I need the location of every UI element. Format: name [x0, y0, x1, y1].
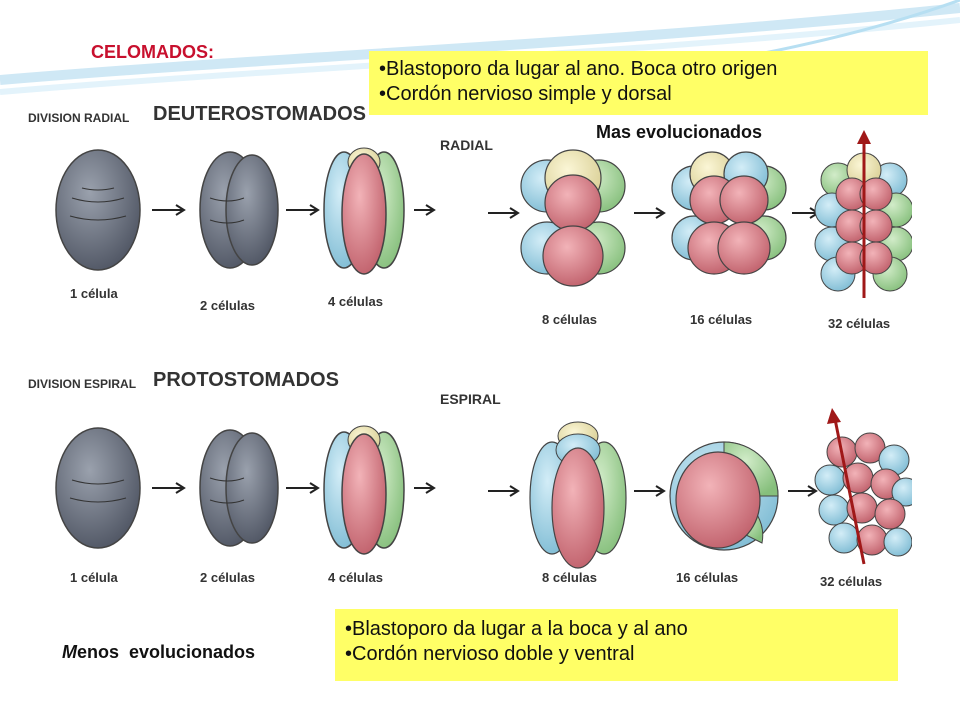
less-evolved-initial: M [62, 642, 77, 662]
stage-32-cells-radial [814, 130, 912, 298]
arrow-icon [286, 204, 320, 216]
arrow-icon [488, 207, 520, 219]
slide-title: CELOMADOS: [91, 42, 214, 62]
division-espiral-label: DIVISION ESPIRAL [28, 377, 136, 391]
arrow-icon [792, 207, 820, 219]
stage-label: 1 célula [70, 570, 118, 585]
stage-8-cells-radial [520, 149, 626, 287]
arrow-icon [286, 482, 320, 494]
stage-16-cells-radial [671, 151, 787, 275]
stage-label: 2 células [200, 298, 255, 313]
division-radial-label: DIVISION RADIAL [28, 111, 129, 125]
stage-label: 16 células [690, 312, 752, 327]
more-evolved-label: Mas evolucionados [596, 122, 763, 142]
cleavage-diagram: DIVISION RADIAL DEUTEROSTOMADOS RADIAL 1… [28, 103, 912, 589]
arrow-icon [634, 207, 666, 219]
stage-2-cells-top [199, 151, 279, 269]
protostome-feature-2: •Cordón nervioso doble y ventral [345, 643, 635, 665]
arrow-icon [152, 204, 186, 216]
arrow-icon [414, 204, 436, 216]
stage-1-cell-bottom [55, 427, 141, 549]
stage-2-cells-bottom [199, 429, 279, 547]
espiral-label: ESPIRAL [440, 391, 501, 407]
stage-label: 16 células [676, 570, 738, 585]
deuterostome-feature-1: •Blastoporo da lugar al ano. Boca otro o… [379, 58, 778, 80]
radial-label: RADIAL [440, 137, 493, 153]
stage-label: 8 células [542, 312, 597, 327]
arrow-icon [788, 485, 818, 497]
stage-label: 1 célula [70, 286, 118, 301]
deuterostome-feature-2: •Cordón nervioso simple y dorsal [379, 83, 672, 105]
less-evolved-label: Menos evolucionados [62, 642, 255, 663]
stage-label: 2 células [200, 570, 255, 585]
deuterostomados-label: DEUTEROSTOMADOS [153, 103, 366, 125]
protostome-feature-1: •Blastoporo da lugar a la boca y al ano [345, 618, 688, 640]
stage-4-cells-bottom [323, 425, 405, 555]
stage-4-cells-top [323, 147, 405, 275]
stage-8-cells-spiral [529, 421, 627, 569]
arrow-icon [488, 485, 520, 497]
arrow-icon [152, 482, 186, 494]
stage-32-cells-spiral [814, 408, 912, 565]
stage-1-cell-top [55, 149, 141, 271]
stage-16-cells-spiral [669, 441, 779, 551]
stage-label: 4 células [328, 570, 383, 585]
arrow-icon [634, 485, 666, 497]
stage-label: 4 células [328, 294, 383, 309]
less-evolved-rest: enos evolucionados [77, 642, 256, 662]
stage-label: 32 células [828, 316, 890, 331]
deuterostome-features-box: •Blastoporo da lugar al ano. Boca otro o… [369, 51, 928, 115]
arrow-icon [414, 482, 436, 494]
protostome-features-box: •Blastoporo da lugar a la boca y al ano … [335, 609, 898, 681]
stage-label: 32 células [820, 574, 882, 589]
protostomados-label: PROTOSTOMADOS [153, 369, 339, 391]
stage-label: 8 células [542, 570, 597, 585]
